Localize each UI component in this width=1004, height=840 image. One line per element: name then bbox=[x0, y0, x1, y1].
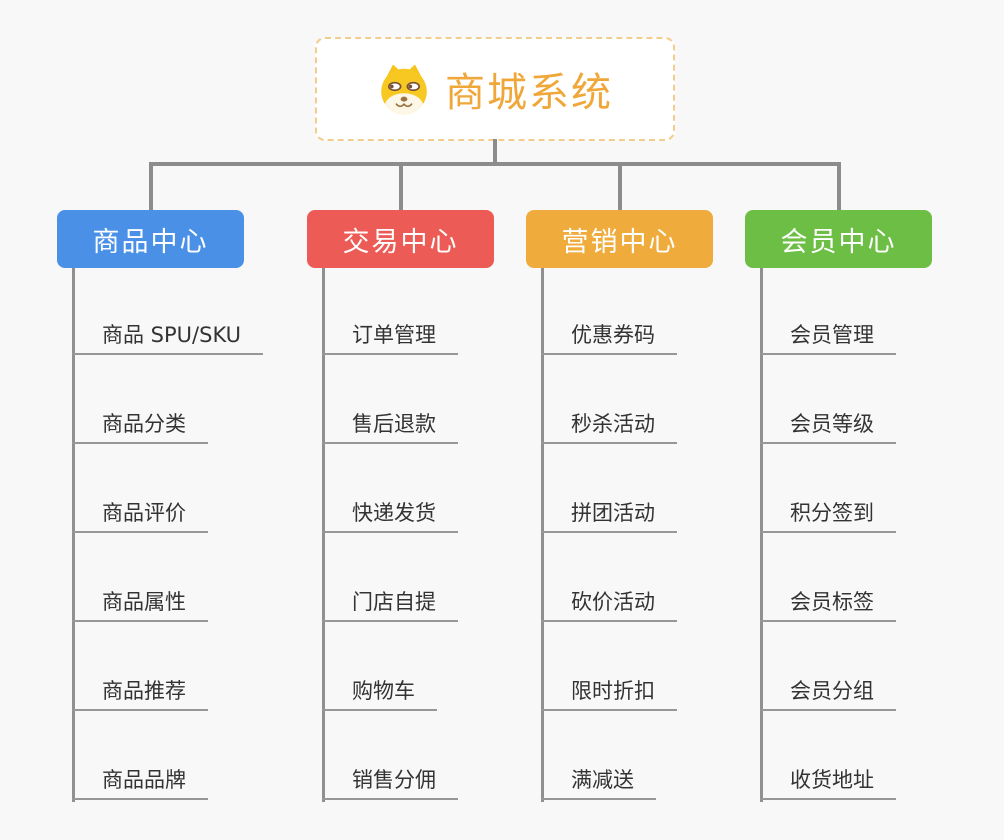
connector-drop-marketing bbox=[618, 162, 622, 210]
leaf-node[interactable]: 快递发货 bbox=[322, 491, 458, 533]
leaf-node[interactable]: 订单管理 bbox=[322, 313, 458, 355]
connector-drop-product bbox=[149, 162, 153, 210]
leaf-node[interactable]: 会员标签 bbox=[760, 580, 896, 622]
leaf-node[interactable]: 砍价活动 bbox=[541, 580, 677, 622]
leaf-node[interactable]: 门店自提 bbox=[322, 580, 458, 622]
dog-face-icon bbox=[377, 62, 431, 116]
branch-node-member-center[interactable]: 会员中心 bbox=[745, 210, 932, 268]
spine-product-center bbox=[72, 268, 75, 802]
leaf-node[interactable]: 商品 SPU/SKU bbox=[72, 313, 264, 355]
leaf-node[interactable]: 拼团活动 bbox=[541, 491, 677, 533]
leaf-node[interactable]: 购物车 bbox=[322, 669, 437, 711]
leaf-node[interactable]: 秒杀活动 bbox=[541, 402, 677, 444]
spine-member-center bbox=[760, 268, 763, 802]
leaf-node[interactable]: 销售分佣 bbox=[322, 758, 458, 800]
leaf-node[interactable]: 会员管理 bbox=[760, 313, 896, 355]
branch-node-trade-center[interactable]: 交易中心 bbox=[307, 210, 494, 268]
branch-node-product-center[interactable]: 商品中心 bbox=[57, 210, 244, 268]
leaf-node[interactable]: 限时折扣 bbox=[541, 669, 677, 711]
connector-horizontal bbox=[149, 162, 840, 166]
branch-label: 营销中心 bbox=[561, 226, 678, 258]
spine-trade-center bbox=[322, 268, 325, 802]
leaf-node[interactable]: 满减送 bbox=[541, 758, 656, 800]
leaf-node[interactable]: 商品属性 bbox=[72, 580, 208, 622]
leaf-node[interactable]: 售后退款 bbox=[322, 402, 458, 444]
root-node-mall-system[interactable]: 商城系统 bbox=[315, 37, 675, 141]
leaf-node[interactable]: 会员等级 bbox=[760, 402, 896, 444]
leaf-node[interactable]: 优惠券码 bbox=[541, 313, 677, 355]
connector-root-stem bbox=[493, 139, 497, 163]
branch-label: 商品中心 bbox=[92, 226, 209, 258]
leaf-node[interactable]: 商品品牌 bbox=[72, 758, 208, 800]
root-title: 商城系统 bbox=[445, 70, 613, 116]
branch-node-marketing-center[interactable]: 营销中心 bbox=[526, 210, 713, 268]
leaf-node[interactable]: 商品推荐 bbox=[72, 669, 208, 711]
spine-marketing-center bbox=[541, 268, 544, 802]
leaf-node[interactable]: 会员分组 bbox=[760, 669, 896, 711]
connector-drop-trade bbox=[399, 162, 403, 210]
branch-label: 会员中心 bbox=[780, 226, 897, 258]
branch-label: 交易中心 bbox=[342, 226, 459, 258]
leaf-node[interactable]: 商品评价 bbox=[72, 491, 208, 533]
leaf-node[interactable]: 商品分类 bbox=[72, 402, 208, 444]
connector-drop-member bbox=[837, 162, 841, 210]
leaf-node[interactable]: 收货地址 bbox=[760, 758, 896, 800]
leaf-node[interactable]: 积分签到 bbox=[760, 491, 896, 533]
